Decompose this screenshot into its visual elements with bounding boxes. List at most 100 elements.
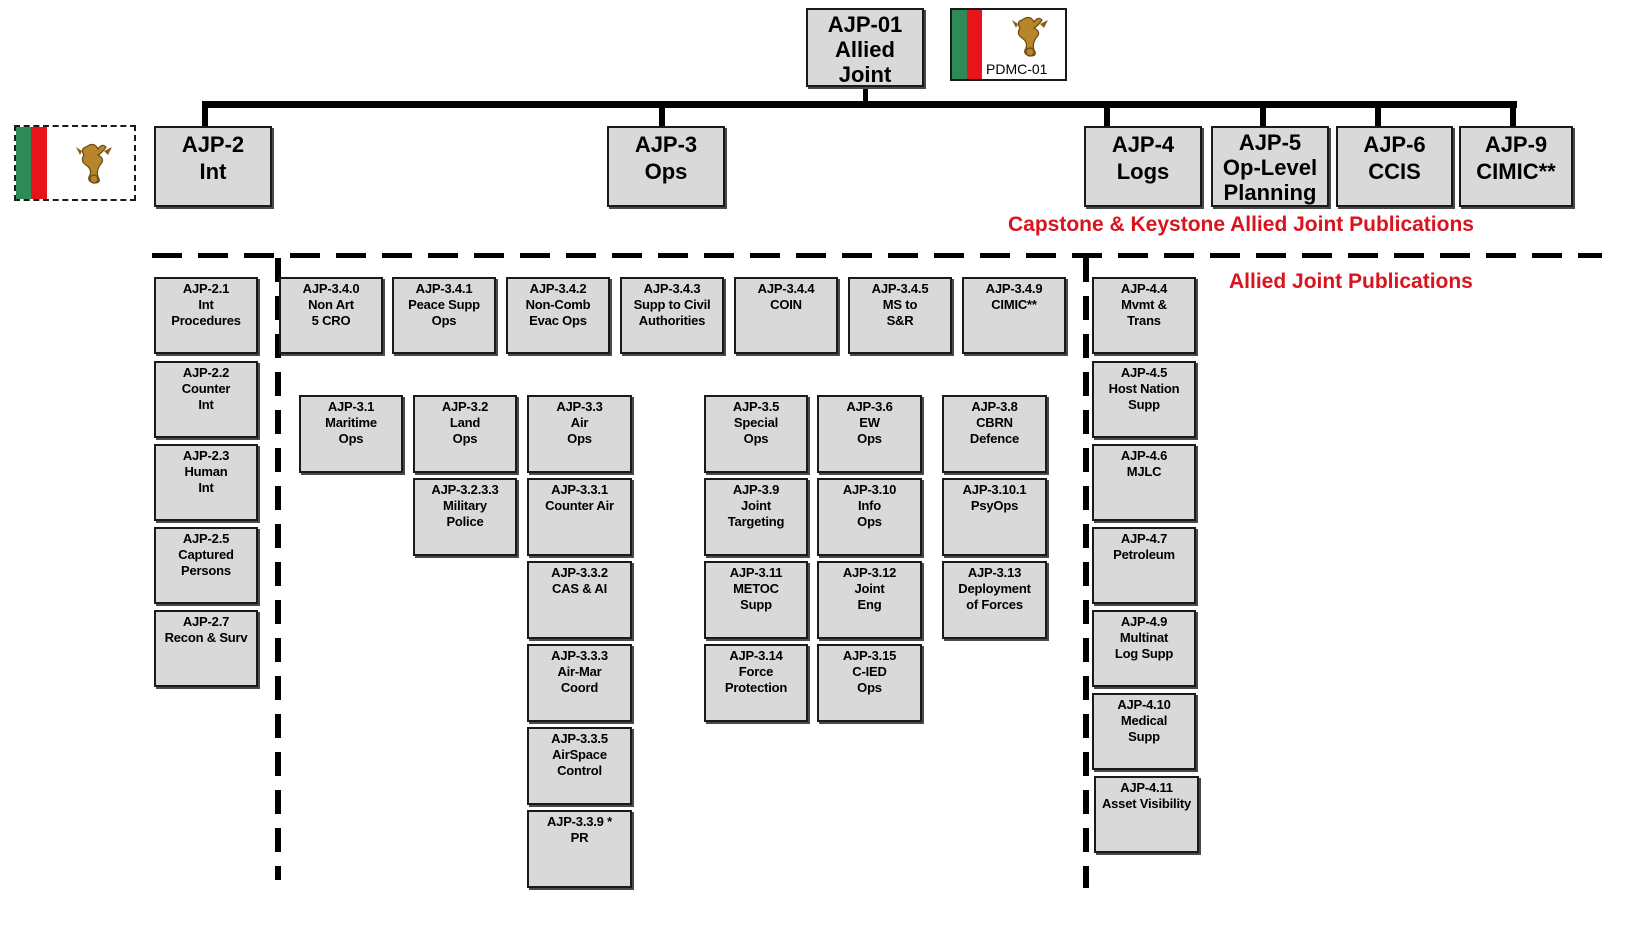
node-ajp-4-4: AJP-4.4 Mvmt & Trans (1092, 277, 1196, 354)
node-line: AJP-2.3 (182, 448, 230, 463)
pdmc-label: PDMC-01 (986, 61, 1048, 77)
node-ajp-3-14: AJP-3.14 Force Protection (704, 644, 808, 722)
node-line: Int (199, 159, 227, 184)
node-line: Deployment (958, 581, 1031, 596)
node-line: CIMIC** (991, 297, 1037, 312)
node-line: AJP-3.14 (729, 648, 783, 663)
connector-ajp-5 (1260, 101, 1266, 127)
node-line: AJP-2.5 (182, 531, 230, 546)
node-line: Op-Level (1222, 155, 1318, 180)
node-line: AJP-3.1 (327, 399, 375, 414)
node-line: CIMIC** (1476, 159, 1556, 184)
node-ajp-3-4-1: AJP-3.4.1 Peace Supp Ops (392, 277, 496, 354)
node-line: AirSpace (552, 747, 607, 762)
node-line: AJP-3.3.3 (551, 648, 608, 663)
node-ajp-4-6: AJP-4.6 MJLC (1092, 444, 1196, 521)
node-line: Military (443, 498, 487, 513)
node-ajp-6: AJP-6 CCIS (1336, 126, 1453, 207)
node-ajp-4-10: AJP-4.10 Medical Supp (1092, 693, 1196, 770)
ops-logs-separator (1083, 258, 1089, 888)
node-line: Defence (969, 431, 1020, 446)
node-line: AJP-4.6 (1120, 448, 1168, 463)
node-line: Coord (560, 680, 599, 695)
node-line: Targeting (727, 514, 785, 529)
node-line: Ops (857, 514, 882, 529)
node-line: Supp (1128, 397, 1160, 412)
node-line: Joint (740, 498, 772, 513)
node-ajp-3-13: AJP-3.13 Deployment of Forces (942, 561, 1047, 639)
node-line: Log Supp (1114, 646, 1174, 661)
node-line: Non Art (308, 297, 354, 312)
node-line: AJP-01 (827, 12, 903, 37)
node-line: AJP-3.3.5 (551, 731, 608, 746)
connector-ajp-2 (202, 101, 208, 127)
node-ajp-4-5: AJP-4.5 Host Nation Supp (1092, 361, 1196, 438)
node-line: Evac Ops (529, 313, 587, 328)
node-line: AJP-9 (1484, 132, 1548, 157)
node-ajp-3-4-5: AJP-3.4.5 MS to S&R (848, 277, 952, 354)
node-line: Ops (431, 313, 457, 328)
node-ajp-3-4-3: AJP-3.4.3 Supp to Civil Authorities (620, 277, 724, 354)
node-line: Ops (567, 431, 592, 446)
node-line: Police (446, 514, 484, 529)
node-line: MS to (882, 297, 918, 312)
node-ajp-4-11: AJP-4.11 Asset Visibility (1094, 776, 1199, 853)
node-line: Int (198, 397, 214, 412)
node-line: AJP-3.2.3.3 (431, 482, 499, 497)
node-ajp-3-4-0: AJP-3.4.0 Non Art 5 CRO (279, 277, 383, 354)
node-line: Force (738, 664, 774, 679)
node-line: Human (184, 464, 228, 479)
node-ajp-3-4-9: AJP-3.4.9 CIMIC** (962, 277, 1066, 354)
node-line: AJP-3.13 (967, 565, 1022, 580)
connector-ajp-9 (1510, 101, 1516, 127)
node-line: AJP-4.7 (1120, 531, 1168, 546)
node-ajp-3-3: AJP-3.3 Air Ops (527, 395, 632, 473)
flag-stripe-red (31, 127, 47, 199)
node-line: AJP-3.4.1 (415, 281, 473, 296)
node-ajp-3-10-1: AJP-3.10.1 PsyOps (942, 478, 1047, 556)
root-connector (863, 86, 868, 103)
dragon-emblem-icon (76, 143, 112, 184)
node-line: AJP-6 (1363, 132, 1426, 157)
node-line: Maritime (325, 415, 377, 430)
root-node-ajp-01: AJP-01 Allied Joint (806, 8, 924, 87)
node-ajp-3-3-1: AJP-3.3.1 Counter Air (527, 478, 632, 556)
node-line: Asset Visibility (1101, 796, 1192, 811)
node-line: Int (198, 297, 214, 312)
node-line: AJP-3 (634, 132, 698, 157)
node-line: Ops (452, 431, 478, 446)
node-line: Air (570, 415, 589, 430)
node-line: Ops (338, 431, 364, 446)
node-ajp-3-6: AJP-3.6 EW Ops (817, 395, 922, 473)
node-line: Ops (857, 680, 882, 695)
node-line: AJP-3.9 (732, 482, 780, 497)
node-line: Logs (1116, 159, 1170, 184)
node-line: AJP-3.4.9 (985, 281, 1043, 296)
dragon-emblem-icon (1012, 16, 1048, 57)
node-line: Supp to Civil (633, 297, 711, 312)
node-line: AJP-4.5 (1120, 365, 1168, 380)
node-line: COIN (770, 297, 802, 312)
node-ajp-3-8: AJP-3.8 CBRN Defence (942, 395, 1047, 473)
node-line: AJP-3.3.2 (551, 565, 608, 580)
node-line: Eng (857, 597, 882, 612)
node-line: Joint (838, 62, 892, 87)
node-line: AJP-4 (1111, 132, 1175, 157)
node-ajp-3-3-5: AJP-3.3.5 AirSpace Control (527, 727, 632, 805)
node-line: AJP-2.1 (182, 281, 230, 296)
node-line: AJP-3.15 (842, 648, 897, 663)
int-ops-separator (275, 258, 281, 880)
node-line: CBRN (976, 415, 1013, 430)
node-line: AJP-3.2 (441, 399, 489, 414)
node-line: C-IED (852, 664, 887, 679)
node-ajp-2: AJP-2 Int (154, 126, 272, 207)
node-line: AJP-4.11 (1120, 780, 1173, 795)
node-ajp-3-11: AJP-3.11 METOC Supp (704, 561, 808, 639)
node-line: Counter Air (545, 498, 614, 513)
flag-stripe-green (952, 10, 967, 79)
node-ajp-3: AJP-3 Ops (607, 126, 725, 207)
capstone-caption: Capstone & Keystone Allied Joint Publica… (1008, 213, 1474, 236)
node-line: Ops (857, 431, 882, 446)
node-ajp-3-15: AJP-3.15 C-IED Ops (817, 644, 922, 722)
node-line: Int (198, 480, 214, 495)
